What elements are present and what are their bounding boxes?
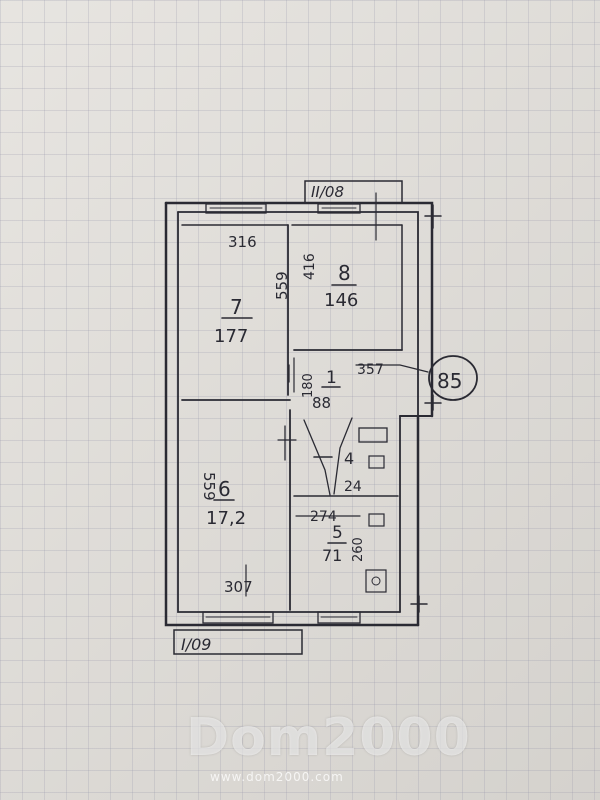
room-4-number: 4 [344,449,354,468]
top-unit-label: II/08 [311,183,344,201]
room-4-area: 24 [344,479,362,495]
bottom-unit-label: I/09 [181,635,211,654]
room-7-number: 7 [230,295,243,319]
watermark-logo: Dom2000 [186,708,471,768]
room-1-area: 88 [312,394,331,412]
room-6-height: 559 [200,472,218,501]
room-8-width: 416 [302,253,318,280]
plan-text: II/08 I/09 85 7 177 316 559 8 146 416 1 … [181,183,462,654]
room-6-area: 17,2 [206,508,246,529]
room-5-width: 274 [310,509,337,525]
room-6-number: 6 [218,477,231,501]
room-5-number: 5 [332,523,343,543]
room-6-width: 307 [224,578,253,596]
room-5-height: 260 [351,537,366,562]
room-7-height: 559 [273,271,291,300]
room-7-width: 316 [228,233,257,251]
room-1-height: 180 [301,373,316,398]
room-8-number: 8 [338,261,351,285]
room-7-area: 177 [214,326,248,347]
room-1-width: 357 [357,362,384,378]
circled-number: 85 [437,369,462,393]
room-1-number: 1 [326,368,337,388]
room-8-area: 146 [324,290,358,311]
watermark-url: www.dom2000.com [210,770,344,784]
room-5-area: 71 [322,546,342,565]
plan-walls [164,180,478,655]
